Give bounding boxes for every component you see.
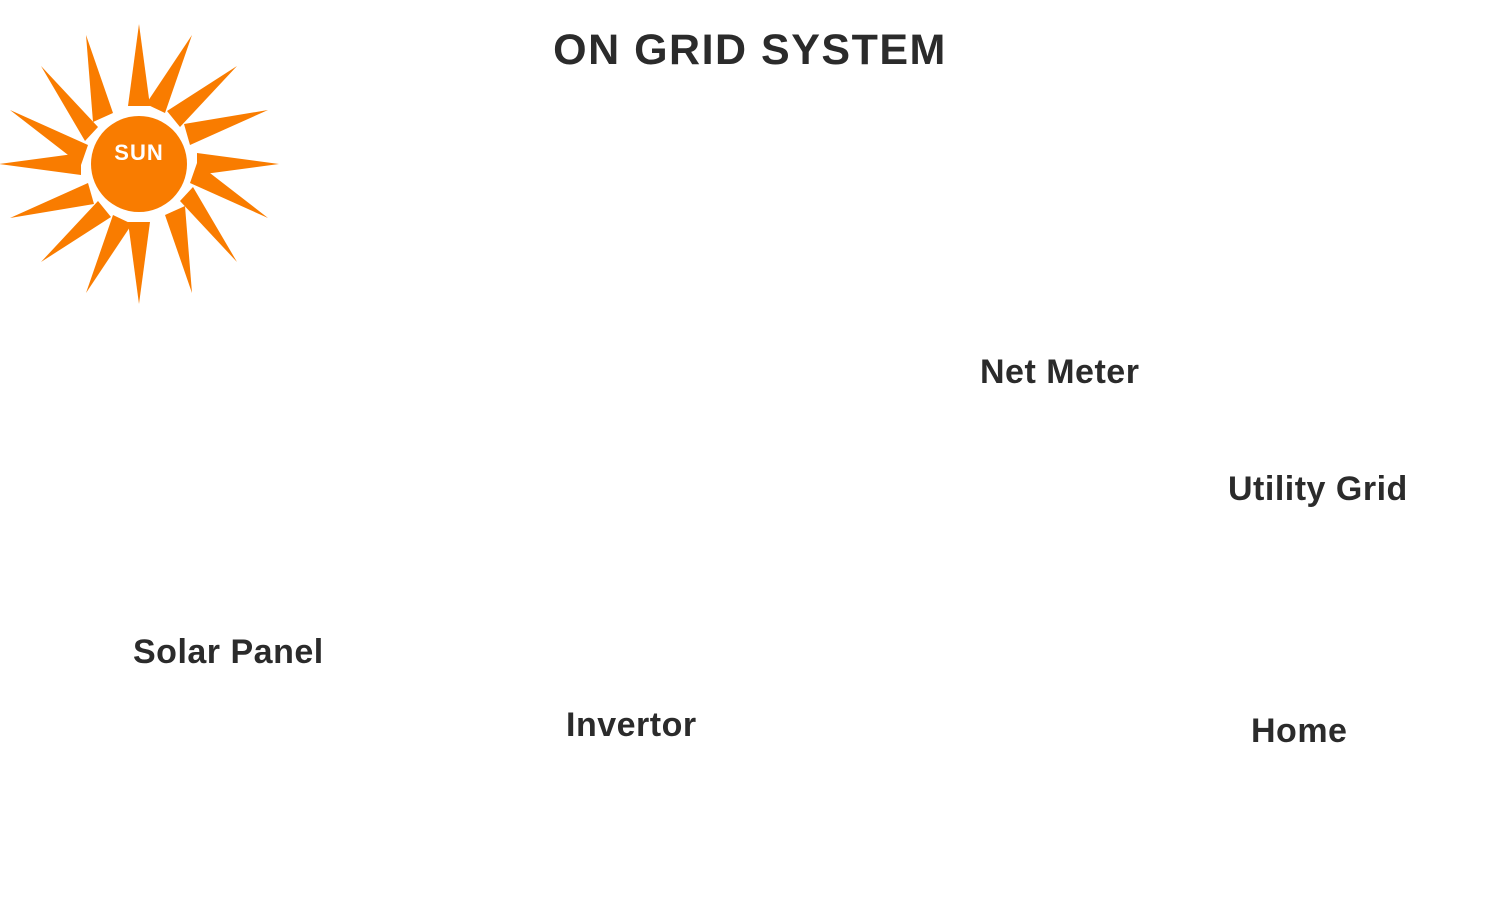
solar-panel-label: Solar Panel — [133, 633, 324, 671]
net-meter-label: Net Meter — [980, 353, 1140, 391]
utility-grid-label: Utility Grid — [1228, 470, 1408, 508]
sun-icon — [0, 24, 279, 304]
page-title: ON GRID SYSTEM — [553, 26, 947, 74]
home-label: Home — [1251, 712, 1348, 750]
sun-label: SUN — [114, 140, 164, 165]
invertor-label: Invertor — [566, 706, 697, 744]
